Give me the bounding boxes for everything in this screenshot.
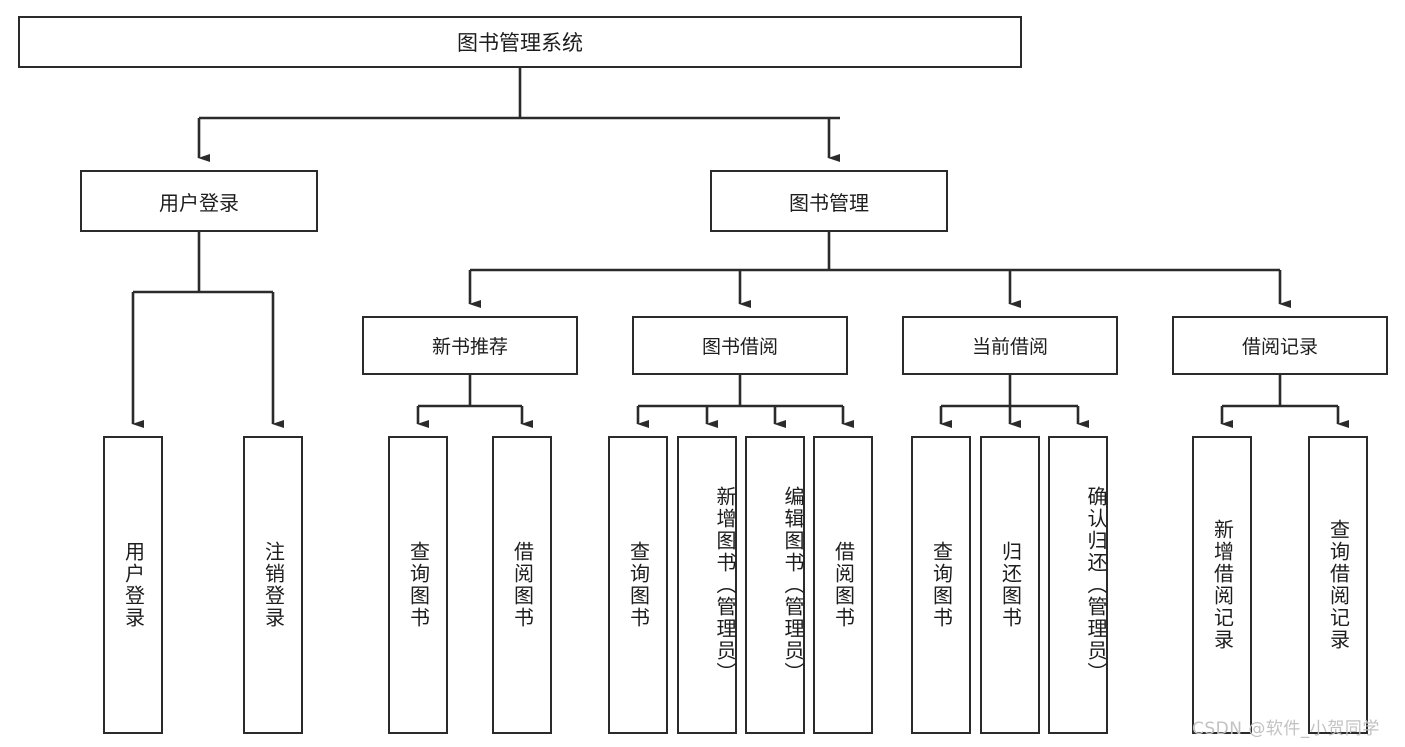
node-label: 当前借阅 bbox=[971, 336, 1048, 358]
leaf-query-book-current[interactable]: 查询图书 bbox=[911, 436, 971, 734]
node-current-borrow[interactable]: 当前借阅 bbox=[902, 316, 1118, 375]
leaf-edit-book-admin[interactable]: 编辑图书（管理员） bbox=[745, 436, 805, 734]
leaf-add-book-admin[interactable]: 新增图书（管理员） bbox=[677, 436, 737, 734]
node-new-book-recommend[interactable]: 新书推荐 bbox=[362, 316, 578, 375]
node-label: 注销登录 bbox=[261, 541, 286, 629]
node-label: 新增图书（管理员） bbox=[713, 486, 737, 684]
node-label: 借阅图书 bbox=[831, 541, 856, 629]
leaf-query-book-borrow[interactable]: 查询图书 bbox=[608, 436, 668, 734]
leaf-borrow-book-recommend[interactable]: 借阅图书 bbox=[492, 436, 552, 734]
node-label: 归还图书 bbox=[998, 541, 1023, 629]
node-label: 编辑图书（管理员） bbox=[781, 486, 805, 684]
leaf-confirm-return-admin[interactable]: 确认归还（管理员） bbox=[1048, 436, 1108, 734]
node-label: 查询借阅记录 bbox=[1326, 519, 1351, 651]
node-label: 查询图书 bbox=[406, 541, 431, 629]
node-book-borrow[interactable]: 图书借阅 bbox=[632, 316, 848, 375]
node-label: 图书管理系统 bbox=[457, 31, 583, 55]
node-label: 新书推荐 bbox=[431, 336, 508, 358]
node-book-management[interactable]: 图书管理 bbox=[710, 170, 948, 232]
leaf-borrow-book[interactable]: 借阅图书 bbox=[813, 436, 873, 734]
leaf-query-borrow-record[interactable]: 查询借阅记录 bbox=[1308, 436, 1368, 734]
node-label: 新增借阅记录 bbox=[1210, 519, 1235, 651]
node-label: 确认归还（管理员） bbox=[1084, 486, 1108, 684]
leaf-return-book[interactable]: 归还图书 bbox=[980, 436, 1040, 734]
node-root-system[interactable]: 图书管理系统 bbox=[18, 16, 1022, 68]
node-label: 借阅图书 bbox=[510, 541, 535, 629]
node-user-login[interactable]: 用户登录 bbox=[80, 170, 318, 232]
node-label: 用户登录 bbox=[121, 541, 146, 629]
node-label: 查询图书 bbox=[626, 541, 651, 629]
leaf-add-borrow-record[interactable]: 新增借阅记录 bbox=[1192, 436, 1252, 734]
node-label: 图书管理 bbox=[789, 190, 869, 215]
node-label: 图书借阅 bbox=[701, 336, 778, 358]
node-label: 查询图书 bbox=[929, 541, 954, 629]
csdn-watermark: CSDN @软件_小贺同学 bbox=[1192, 719, 1380, 739]
node-label: 用户登录 bbox=[159, 190, 239, 215]
leaf-query-book-recommend[interactable]: 查询图书 bbox=[388, 436, 448, 734]
leaf-logout-login[interactable]: 注销登录 bbox=[243, 436, 303, 734]
leaf-user-login[interactable]: 用户登录 bbox=[103, 436, 163, 734]
node-label: 借阅记录 bbox=[1241, 336, 1318, 358]
node-borrow-record[interactable]: 借阅记录 bbox=[1172, 316, 1388, 375]
